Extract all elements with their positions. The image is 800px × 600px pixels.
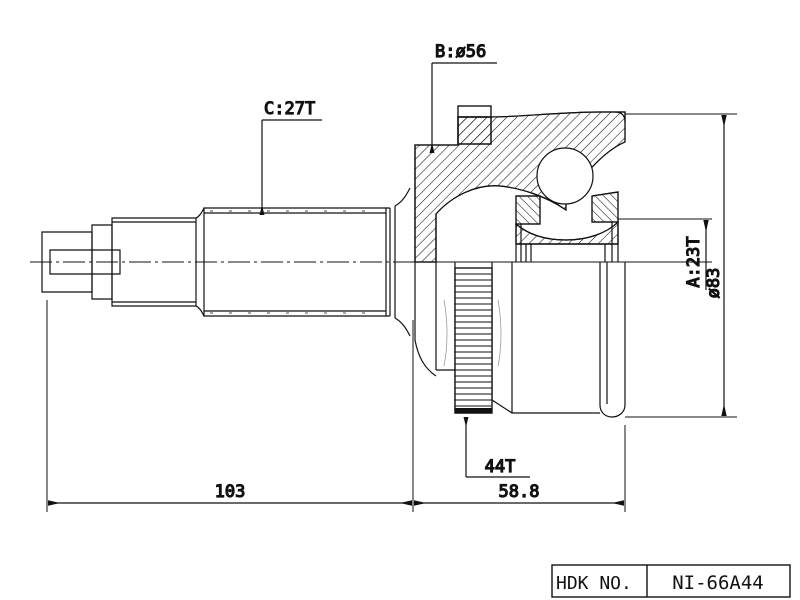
tone-ring-teeth bbox=[455, 273, 492, 407]
title-block bbox=[551, 564, 791, 598]
label-shaft-length: 103 bbox=[215, 482, 246, 502]
outer-race-exterior bbox=[414, 262, 626, 418]
label-abs-ring: 44T bbox=[485, 457, 516, 477]
label-spline-b: B:ø56 bbox=[435, 42, 486, 62]
dimension-extension-lines bbox=[618, 113, 737, 418]
title-block-part-number: NI-66A44 bbox=[672, 572, 764, 594]
annotation-44t bbox=[463, 417, 530, 478]
label-joint-length: 58.8 bbox=[499, 482, 540, 502]
inner-race-upper bbox=[414, 145, 437, 262]
splined-shaft bbox=[203, 187, 411, 337]
dimension-bottom-extension-lines bbox=[46, 300, 626, 512]
annotation-b-diameter bbox=[429, 62, 497, 153]
ball-bearing-upper bbox=[436, 147, 625, 263]
stub-shaft-end bbox=[41, 207, 205, 317]
title-block-label: HDK NO. bbox=[556, 573, 632, 594]
label-spline-c: C:27T bbox=[264, 99, 315, 119]
lower-body-ghost-lines bbox=[443, 299, 502, 367]
label-outer-diameter: ø83 bbox=[704, 268, 724, 299]
label-spline-a: A:23T bbox=[684, 236, 704, 287]
abs-tone-ring bbox=[454, 267, 493, 414]
annotation-c-spline bbox=[259, 119, 322, 215]
